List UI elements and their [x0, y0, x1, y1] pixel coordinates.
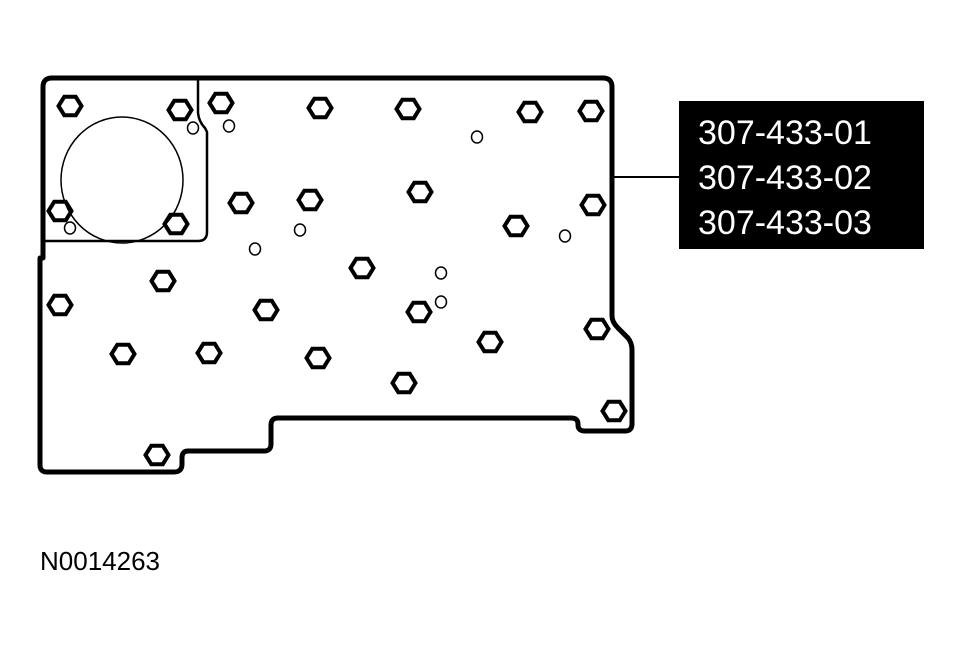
bolt-hex-icon [207, 91, 235, 115]
bolt-hex-icon [252, 298, 280, 322]
orifice-hole [470, 130, 484, 144]
bolt-hex-icon [46, 293, 74, 317]
bolt-hex-icon [306, 96, 334, 120]
orifice-hole [186, 121, 200, 135]
orifice-hole [434, 295, 448, 309]
bolt-hex-icon [166, 98, 194, 122]
bolt-hex-icon [109, 342, 137, 366]
bolt-hex-icon [516, 100, 544, 124]
bolt-hex-icon [405, 300, 433, 324]
bolt-hex-icon [143, 443, 171, 467]
bolt-hex-icon [390, 371, 418, 395]
servo-bore [60, 116, 184, 244]
bolt-hex-icon [162, 212, 190, 236]
orifice-hole [222, 119, 236, 133]
bolt-hex-icon [46, 199, 74, 223]
bolt-hex-icon [579, 193, 607, 217]
bolt-hex-icon [56, 94, 84, 118]
plate-outline [37, 75, 635, 475]
part-number-callout: 307-433-01 307-433-02 307-433-03 [679, 101, 924, 249]
part-number: 307-433-03 [698, 204, 872, 242]
bolt-hex-icon [195, 341, 223, 365]
bolt-hex-icon [406, 180, 434, 204]
part-number: 307-433-01 [698, 114, 872, 152]
orifice-hole [293, 223, 307, 237]
bolt-hex-icon [304, 346, 332, 370]
part-number: 307-433-02 [698, 159, 872, 197]
bolt-hex-icon [583, 317, 611, 341]
bolt-hex-icon [227, 191, 255, 215]
orifice-hole [248, 242, 262, 256]
orifice-hole [434, 266, 448, 280]
bolt-hex-icon [476, 330, 504, 354]
orifice-hole [558, 229, 572, 243]
bolt-hex-icon [296, 188, 324, 212]
bolt-hex-icon [502, 214, 530, 238]
servo-pad-outline [43, 79, 209, 243]
bolt-hex-icon [394, 97, 422, 121]
bolt-hex-icon [149, 269, 177, 293]
figure-id: N0014263 [40, 546, 160, 576]
bolt-hex-icon [600, 399, 628, 423]
orifice-hole [63, 221, 77, 235]
bolt-hex-icon [348, 256, 376, 280]
bolt-hex-icon [577, 99, 605, 123]
